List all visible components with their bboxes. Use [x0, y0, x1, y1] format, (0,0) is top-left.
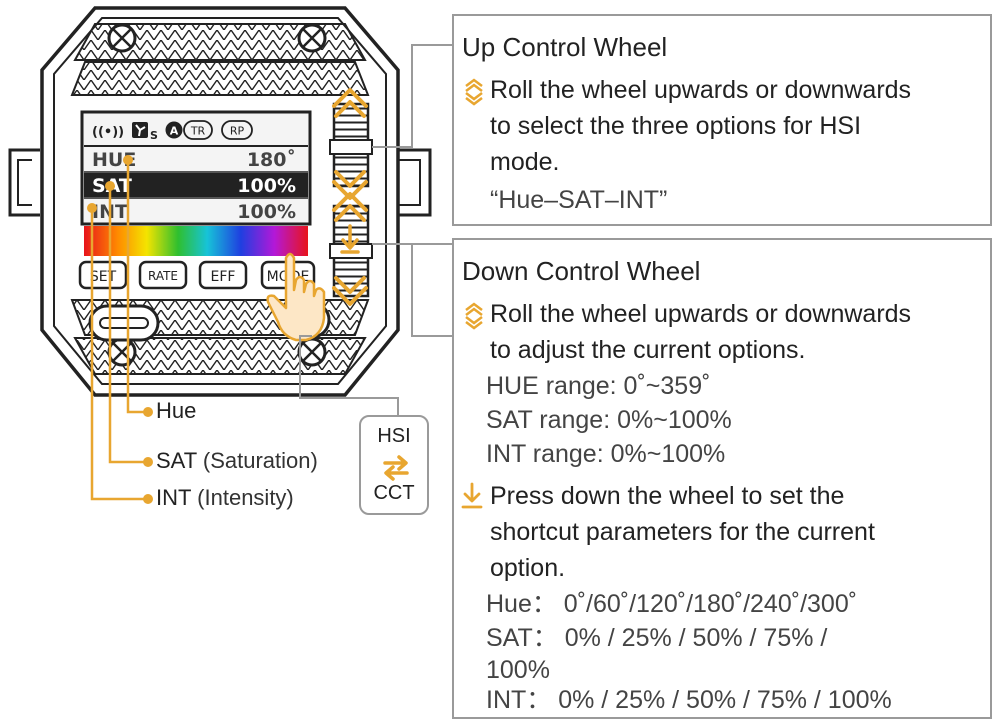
svg-text:180˚: 180˚ — [247, 148, 296, 171]
legend-sat-sub: (Saturation) — [202, 448, 318, 473]
hue-presets: Hue： 0˚/60˚/120˚/180˚/240˚/300˚ — [486, 590, 858, 618]
mode-cct-label: CCT — [373, 482, 415, 504]
screen-row-sat: SAT 100% — [84, 173, 308, 197]
top-grille — [70, 23, 370, 96]
legend-dot-hue — [143, 407, 153, 417]
svg-text:HUE: HUE — [92, 149, 136, 171]
up-wheel-line-2: to select the three options for HSI — [490, 112, 862, 140]
sat-presets: SAT： 0% / 25% / 50% / 75% / — [486, 624, 828, 652]
svg-text:RATE: RATE — [148, 269, 178, 283]
lcd-screen: ((•)) S A TR RP HUE 180˚ SAT 100% — [80, 110, 312, 226]
tr-badge-icon: TR — [183, 120, 213, 140]
svg-text:100%: 100% — [237, 175, 296, 197]
legend-int: INT (Intensity) — [156, 485, 294, 510]
double-chevron-icon — [465, 78, 483, 106]
svg-text:RP: RP — [230, 125, 245, 138]
svg-text:A: A — [170, 125, 179, 138]
signal-icon: ((•)) — [92, 125, 124, 140]
eff-button[interactable]: EFF — [198, 260, 248, 290]
legend-sat: SAT (Saturation) — [156, 448, 318, 473]
down-wheel-chevrons-icon — [332, 192, 368, 306]
press-line-3: option. — [490, 554, 566, 582]
screw-top-left — [107, 23, 137, 53]
press-line-1: Press down the wheel to set the — [490, 482, 845, 510]
mode-switch-hsi-cct: HSI CCT — [359, 415, 429, 515]
up-wheel-callout: Up Control Wheel Roll the wheel upwards … — [452, 14, 992, 226]
swap-arrows-icon — [383, 455, 409, 481]
up-control-wheel[interactable] — [329, 102, 373, 188]
legend-hue: Hue — [156, 398, 197, 423]
screw-top-right — [297, 23, 327, 53]
down-wheel-roll-line-2: to adjust the current options. — [490, 336, 806, 364]
control-panel-illustration: ((•)) S A TR RP HUE 180˚ SAT 100% — [8, 6, 452, 501]
up-wheel-line-1: Roll the wheel upwards or downwards — [490, 76, 912, 104]
legend-dot-int — [143, 494, 153, 504]
double-chevron-icon — [465, 302, 483, 330]
legend-dot-sat — [143, 457, 153, 467]
int-range: INT range: 0%~100% — [486, 440, 726, 468]
up-wheel-sequence: “Hue–SAT–INT” — [490, 186, 668, 214]
screw-bottom-left — [107, 337, 137, 367]
fan-icon — [132, 122, 148, 138]
press-line-2: shortcut parameters for the current — [490, 518, 875, 546]
legend-int-sub: (Intensity) — [197, 485, 294, 510]
up-wheel-chevrons-icon — [332, 88, 368, 200]
down-wheel-title: Down Control Wheel — [462, 256, 701, 286]
hue-color-bar — [84, 226, 308, 256]
legend-anchor-dots — [87, 155, 133, 213]
screen-row-hue: HUE 180˚ — [92, 148, 296, 171]
pointing-hand-icon — [266, 252, 326, 342]
press-down-arrow-icon — [340, 224, 360, 254]
rp-badge-icon: RP — [221, 120, 253, 140]
sat-range: SAT range: 0%~100% — [486, 406, 732, 434]
auto-badge-icon: A — [165, 121, 183, 139]
svg-text:SET: SET — [90, 269, 117, 285]
screw-bottom-right — [297, 337, 327, 367]
rate-button[interactable]: RATE — [138, 260, 188, 290]
legend-leaders — [90, 160, 148, 501]
svg-text:EFF: EFF — [211, 269, 236, 285]
set-button[interactable]: SET — [78, 260, 128, 290]
up-wheel-title: Up Control Wheel — [462, 32, 668, 62]
fan-mode-label: S — [150, 129, 158, 142]
side-clip-left — [8, 148, 40, 217]
up-wheel-line-3: mode. — [490, 148, 560, 176]
svg-text:TR: TR — [190, 125, 206, 138]
svg-text:100%: 100% — [237, 201, 296, 223]
leader-lines — [299, 44, 452, 415]
power-switch[interactable] — [88, 304, 160, 342]
int-presets: INT： 0% / 25% / 50% / 75% / 100% — [486, 686, 892, 714]
mode-hsi-label: HSI — [377, 425, 411, 447]
down-wheel-callout: Down Control Wheel Roll the wheel upward… — [452, 238, 992, 719]
sat-presets-cont: 100% — [486, 656, 550, 684]
press-down-icon — [461, 482, 483, 509]
hue-range: HUE range: 0˚~359˚ — [486, 372, 711, 400]
down-wheel-roll-line-1: Roll the wheel upwards or downwards — [490, 300, 912, 328]
